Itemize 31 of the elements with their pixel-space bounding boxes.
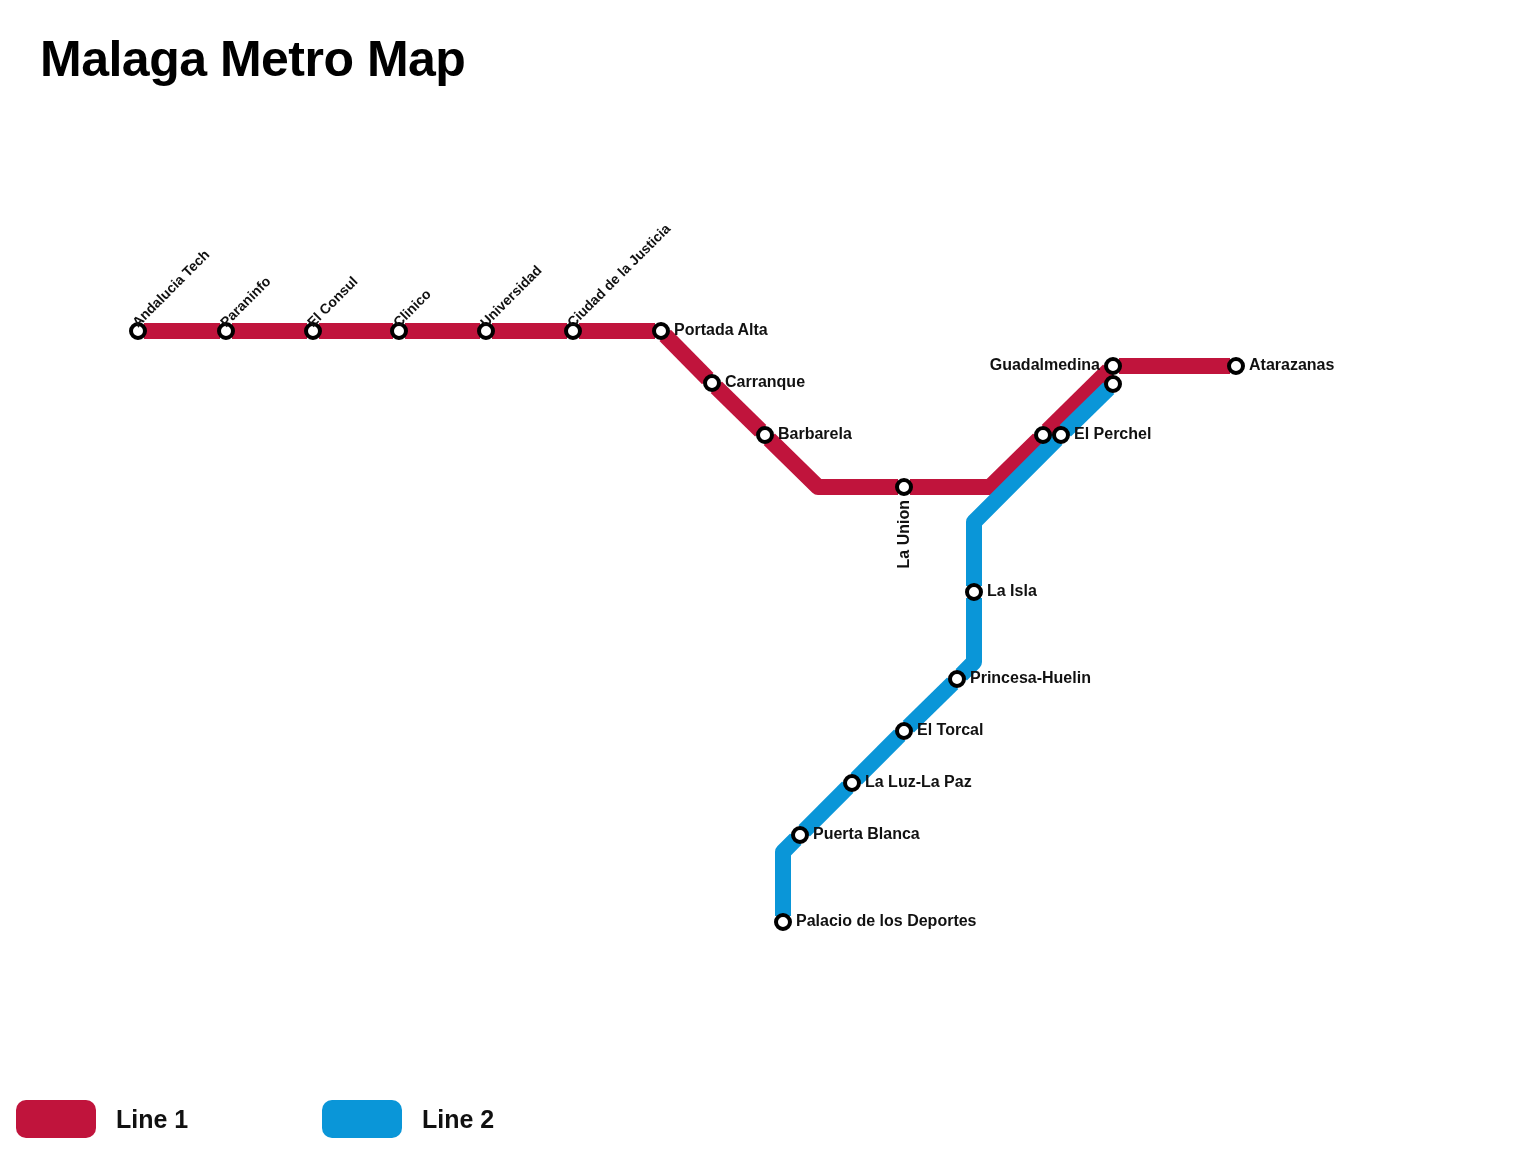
station-label: La Isla — [987, 581, 1037, 600]
metro-line — [710, 381, 767, 437]
station-label: La Luz-La Paz — [865, 772, 972, 791]
metro-line — [850, 729, 906, 785]
metro-line — [405, 323, 480, 339]
station-label: Guadalmedina — [989, 355, 1100, 374]
metro-line — [492, 323, 567, 339]
legend-label: Line 2 — [422, 1104, 495, 1134]
metro-line — [579, 323, 655, 339]
station-label: Barbarela — [778, 424, 852, 443]
metro-line — [798, 781, 854, 837]
station-label: El Perchel — [1074, 424, 1152, 443]
station-label: Princesa-Huelin — [970, 668, 1091, 687]
metro-line — [763, 433, 898, 495]
metro-line — [319, 323, 393, 339]
map-title: Malaga Metro Map — [40, 30, 466, 88]
station-label: Palacio de los Deportes — [796, 911, 977, 930]
station-label: Puerta Blanca — [813, 824, 920, 843]
metro-line — [144, 323, 220, 339]
metro-line — [232, 323, 307, 339]
station-label: Portada Alta — [674, 320, 768, 339]
station-label: La Union — [895, 500, 913, 569]
metro-line — [955, 598, 982, 681]
legend-label: Line 1 — [116, 1104, 189, 1134]
metro-line — [1059, 382, 1115, 437]
metro-line — [1119, 358, 1230, 374]
station-label: Carranque — [725, 372, 806, 391]
station-label: El Torcal — [917, 720, 984, 739]
station-label: Atarazanas — [1249, 355, 1335, 374]
metro-line — [659, 329, 714, 385]
metro-line — [902, 677, 959, 733]
